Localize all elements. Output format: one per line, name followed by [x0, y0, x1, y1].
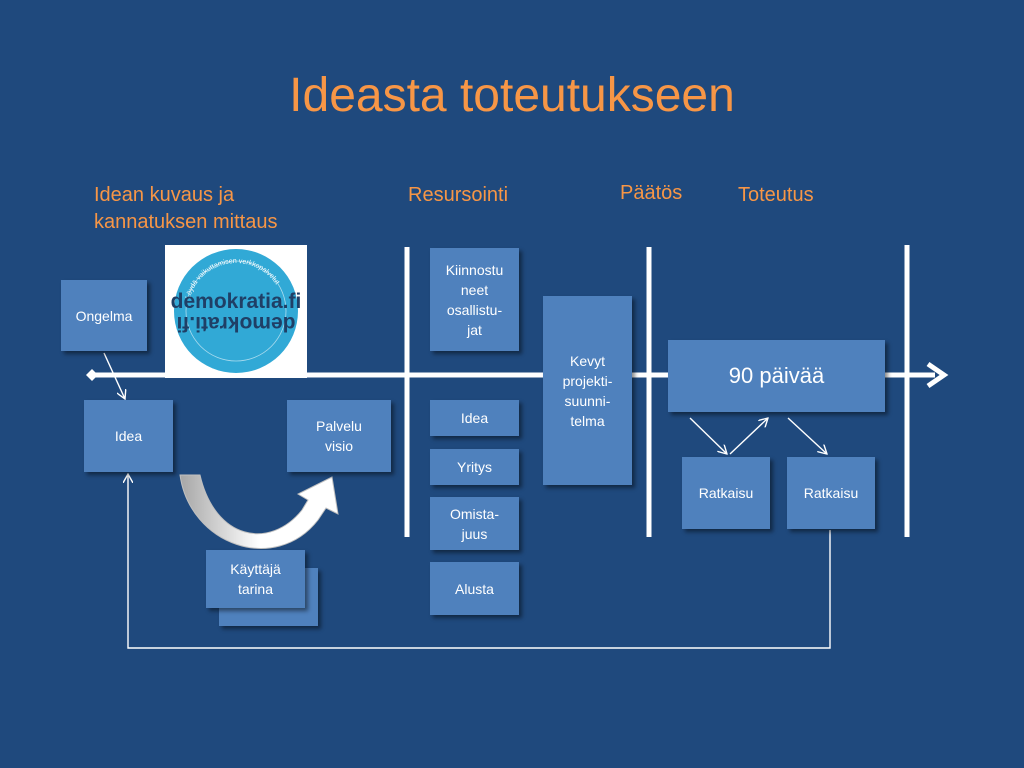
box-alusta: Alusta [430, 562, 519, 615]
phase-label-implementation: Toteutus [738, 184, 814, 206]
box-yritys: Yritys [430, 449, 519, 485]
phase-label-decision: Päätös [620, 182, 683, 204]
logo-circle [174, 249, 298, 373]
box-90-paivaa: 90 päivää [668, 340, 885, 412]
curved-arrow [179, 474, 339, 549]
connector-90paivaa-ratkaisu1-down [689, 417, 727, 454]
connector-ratkaisu1-90paivaa-up [729, 418, 768, 455]
box-kevyt-projektisuunnitelma: Kevyt projekti- suunni- telma [543, 296, 632, 485]
connector-ongelma-idea [103, 352, 125, 399]
feedback-loop-connector [128, 474, 831, 649]
box-palvelu-visio: Palvelu visio [287, 400, 391, 472]
demokratia-logo: Löydä vaikuttamisen verkkopalvelut demok… [165, 245, 307, 378]
slide-title: Ideasta toteutukseen [289, 69, 735, 122]
box-omistajuus: Omista- juus [430, 497, 519, 550]
box-ratkaisu-2: Ratkaisu [787, 457, 875, 529]
box-kiinnostuneet: Kiinnostu neet osallistu- jat [430, 248, 519, 351]
phase-label-idea-description: Idean kuvaus ja kannatuksen mittaus [94, 184, 278, 233]
box-idea-mid: Idea [430, 400, 519, 436]
logo-text-lower: demokrati.fi [176, 312, 295, 335]
box-ongelma: Ongelma [61, 280, 147, 351]
box-idea-left: Idea [84, 400, 173, 472]
logo-text-upper: demokratia.fi [171, 290, 302, 313]
phase-label-resourcing: Resursointi [408, 184, 509, 206]
box-kayttaja-tarina: Käyttäjä tarina [206, 550, 305, 608]
connector-90paivaa-ratkaisu2 [787, 417, 827, 454]
box-ratkaisu-1: Ratkaisu [682, 457, 770, 529]
